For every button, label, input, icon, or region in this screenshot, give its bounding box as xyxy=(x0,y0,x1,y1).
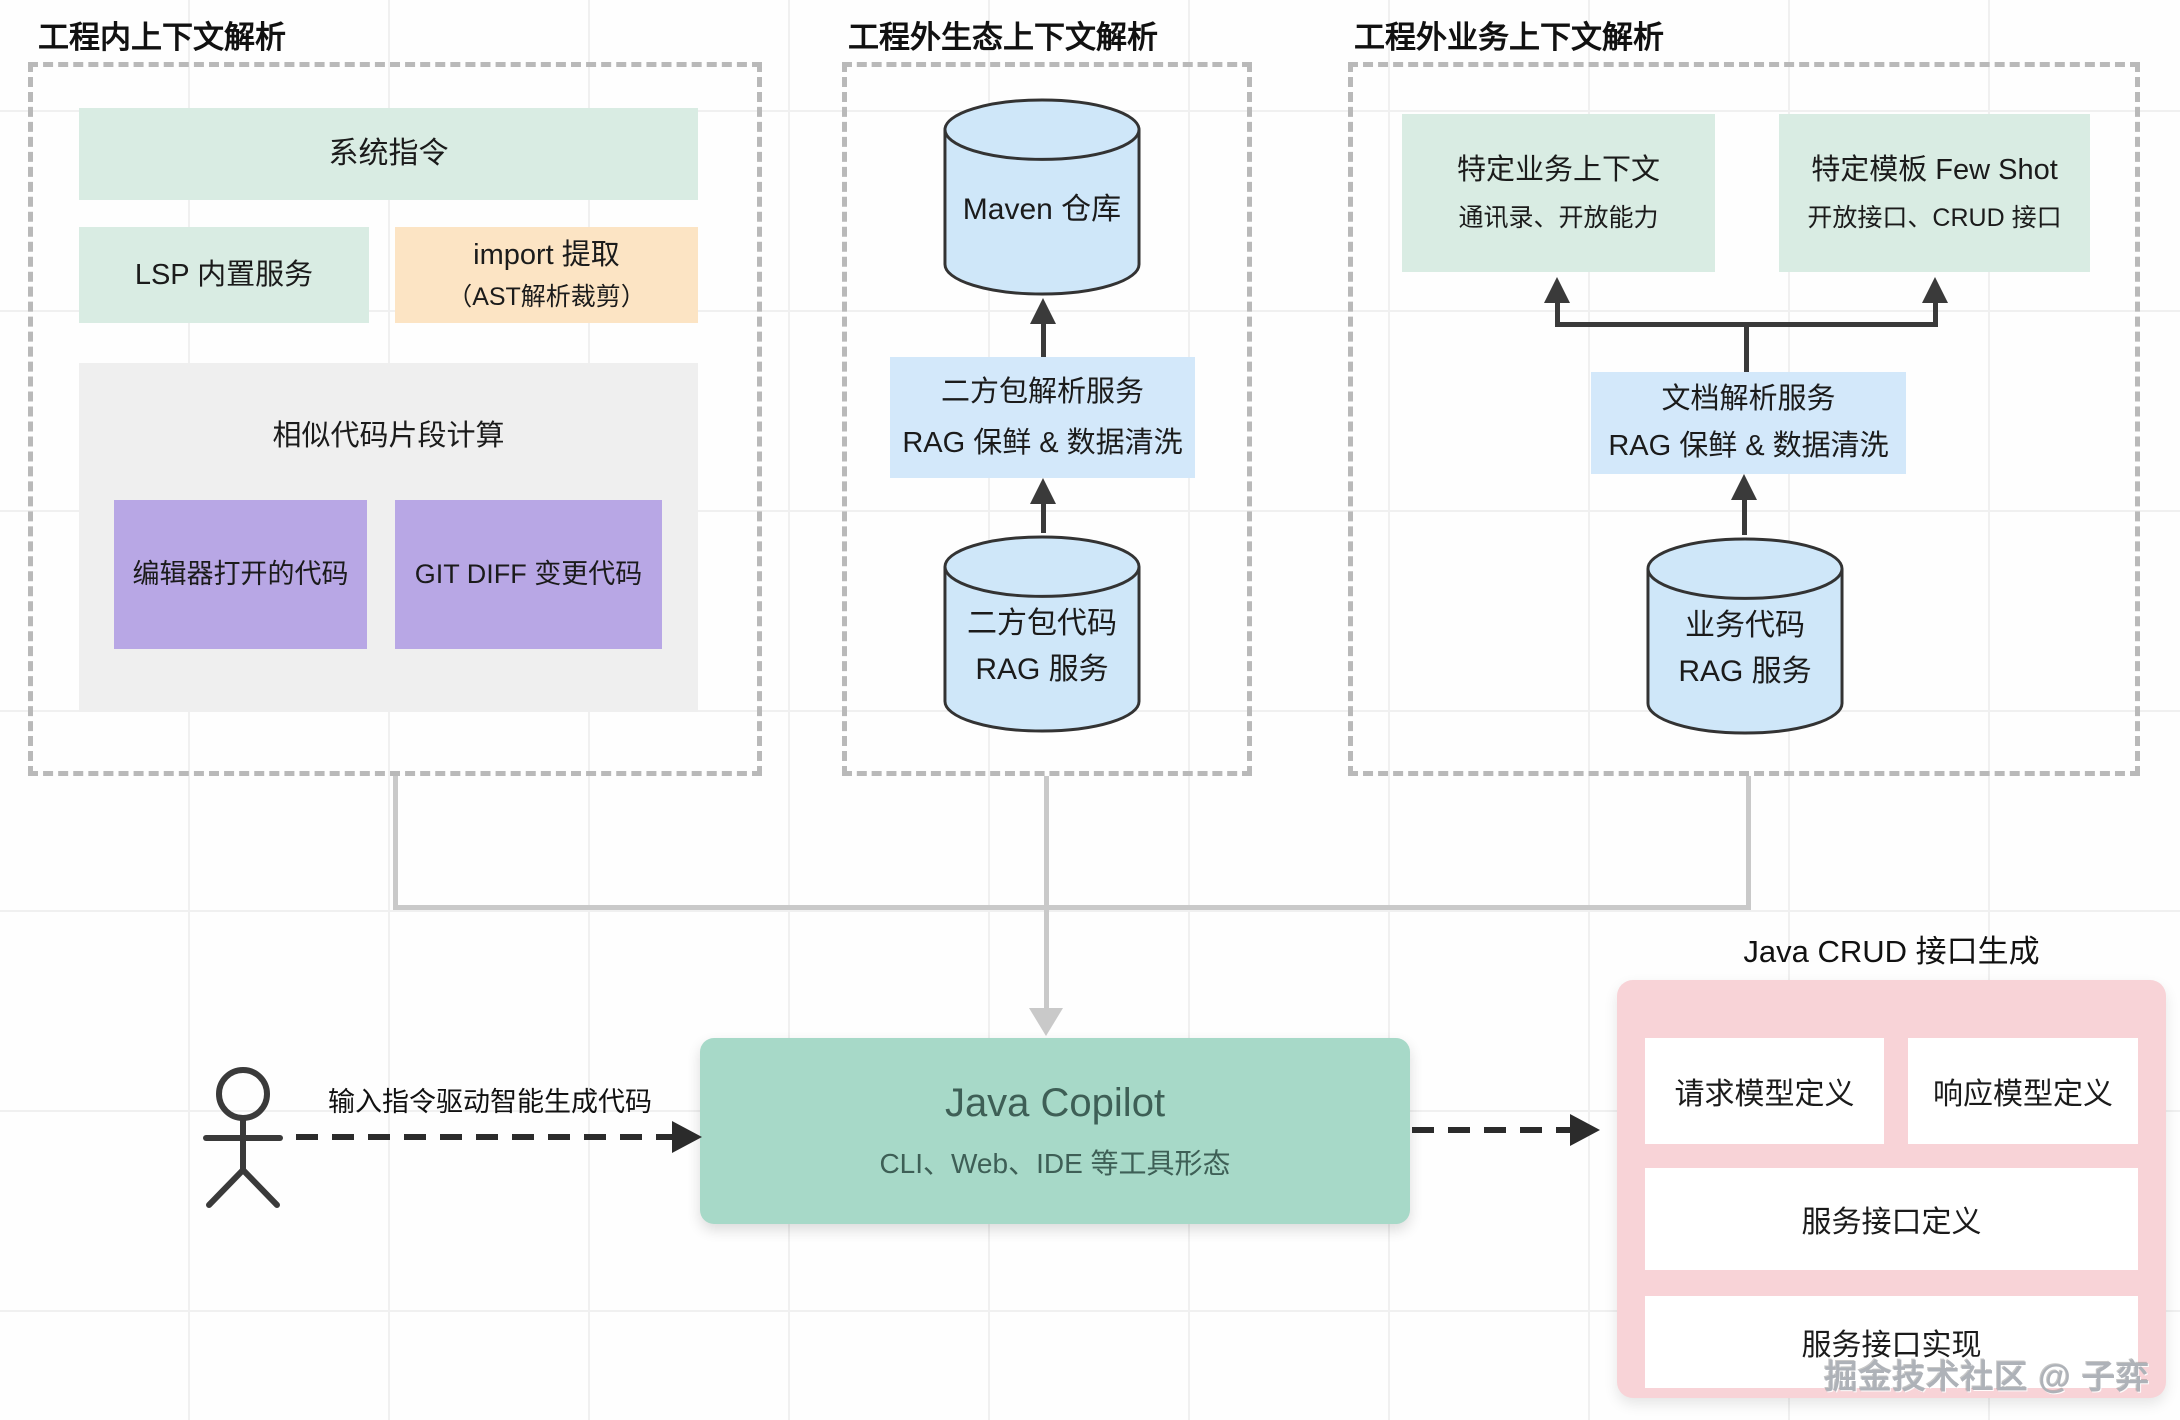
business-rag-line2: RAG 服务 xyxy=(1678,655,1812,688)
database-icon xyxy=(1646,537,1844,735)
box-service-interface-impl-label: 服务接口实现 xyxy=(1801,1329,1982,1362)
connector-center-vertical xyxy=(1044,776,1049,1010)
java-copilot-title: Java Copilot xyxy=(944,1080,1166,1125)
section-in-project-frame xyxy=(28,62,762,776)
box-business-context-line2: 通讯录、开放能力 xyxy=(1458,203,1659,232)
branch-left-vertical xyxy=(1555,301,1560,327)
box-business-context-line1: 特定业务上下文 xyxy=(1456,154,1660,187)
section-business-frame xyxy=(1348,62,2140,776)
branch-right-vertical xyxy=(1933,301,1938,327)
arrow-up-to-parse-service-icon xyxy=(1030,478,1056,504)
box-system-instruction: 系统指令 xyxy=(79,108,698,200)
user-stick-figure-icon xyxy=(203,1067,283,1208)
arrow-up-to-doc-service-icon xyxy=(1731,474,1757,500)
package-rag-line2: RAG 服务 xyxy=(975,653,1109,686)
arrow-up-to-business-context-icon xyxy=(1544,277,1570,303)
box-business-context: 特定业务上下文 通讯录、开放能力 xyxy=(1402,114,1715,272)
cylinder-business-rag: 业务代码 RAG 服务 xyxy=(1645,535,1845,737)
section-title-ecosystem: 工程外生态上下文解析 xyxy=(848,20,1158,55)
cylinder-business-rag-label: 业务代码 RAG 服务 xyxy=(1645,535,1845,737)
database-icon xyxy=(943,535,1141,733)
panel-similar-code-title: 相似代码片段计算 xyxy=(272,420,505,452)
box-java-copilot: Java Copilot CLI、Web、IDE 等工具形态 xyxy=(700,1038,1410,1224)
database-icon xyxy=(943,98,1141,296)
box-package-parse-service: 二方包解析服务 RAG 保鲜 & 数据清洗 xyxy=(890,357,1195,478)
business-rag-line1: 业务代码 xyxy=(1685,608,1805,642)
box-template-fewshot: 特定模板 Few Shot 开放接口、CRUD 接口 xyxy=(1779,114,2090,272)
connector-horizontal xyxy=(393,905,1751,910)
dashed-arrow-user-to-copilot xyxy=(296,1121,702,1153)
cylinder-maven-repo: Maven 仓库 xyxy=(942,96,1142,298)
package-rag-line1: 二方包代码 xyxy=(967,606,1117,640)
box-editor-open-code-label: 编辑器打开的代码 xyxy=(132,558,349,589)
box-doc-parse-service-line1: 文档解析服务 xyxy=(1661,383,1836,416)
cylinder-package-rag: 二方包代码 RAG 服务 xyxy=(942,531,1142,737)
box-service-interface-def-label: 服务接口定义 xyxy=(1801,1206,1982,1239)
box-git-diff-code: GIT DIFF 变更代码 xyxy=(395,500,662,649)
section-ecosystem-frame xyxy=(842,62,1252,776)
user-flow-label: 输入指令驱动智能生成代码 xyxy=(328,1087,652,1117)
cylinder-package-rag-label: 二方包代码 RAG 服务 xyxy=(942,531,1142,737)
box-service-interface-def: 服务接口定义 xyxy=(1645,1168,2138,1270)
box-git-diff-code-label: GIT DIFF 变更代码 xyxy=(414,558,643,589)
box-request-model: 请求模型定义 xyxy=(1645,1038,1884,1144)
arrow-up-to-parse-service-stem xyxy=(1041,502,1046,533)
watermark-text: 掘金技术社区 @ 子弈 xyxy=(1824,1358,2150,1395)
box-editor-open-code: 编辑器打开的代码 xyxy=(114,500,367,649)
box-template-fewshot-line2: 开放接口、CRUD 接口 xyxy=(1807,203,2062,232)
connector-arrowhead-down-icon xyxy=(1029,1008,1063,1036)
box-response-model: 响应模型定义 xyxy=(1908,1038,2138,1144)
java-copilot-subtitle: CLI、Web、IDE 等工具形态 xyxy=(879,1147,1231,1179)
section-title-business: 工程外业务上下文解析 xyxy=(1354,20,1664,55)
box-template-fewshot-line1: 特定模板 Few Shot xyxy=(1811,154,2058,187)
box-response-model-label: 响应模型定义 xyxy=(1933,1078,2113,1111)
box-package-parse-service-line2: RAG 保鲜 & 数据清洗 xyxy=(902,426,1183,459)
box-import-extract-line2: （AST解析裁剪） xyxy=(447,282,646,311)
dashed-arrow-copilot-to-crud xyxy=(1412,1114,1600,1146)
box-service-interface-impl: 服务接口实现 xyxy=(1645,1296,2138,1388)
box-lsp-service-label: LSP 内置服务 xyxy=(134,258,314,291)
box-lsp-service: LSP 内置服务 xyxy=(79,227,369,323)
box-import-extract: import 提取 （AST解析裁剪） xyxy=(395,227,698,323)
box-import-extract-line1: import 提取 xyxy=(473,239,620,272)
arrow-up-to-maven-icon xyxy=(1030,298,1056,324)
connector-right-vertical xyxy=(1746,776,1751,907)
crud-panel-title: Java CRUD 接口生成 xyxy=(1743,934,2040,969)
maven-repo-text: Maven 仓库 xyxy=(962,192,1122,226)
connector-left-vertical xyxy=(393,776,398,907)
section-title-in-project: 工程内上下文解析 xyxy=(38,20,286,55)
arrow-up-to-template-icon xyxy=(1922,277,1948,303)
cylinder-maven-repo-label: Maven 仓库 xyxy=(942,96,1142,298)
box-doc-parse-service: 文档解析服务 RAG 保鲜 & 数据清洗 xyxy=(1591,372,1906,474)
box-system-instruction-label: 系统指令 xyxy=(328,137,449,170)
branch-center-stem xyxy=(1744,324,1749,374)
arrow-up-to-doc-service-stem xyxy=(1742,498,1747,535)
box-doc-parse-service-line2: RAG 保鲜 & 数据清洗 xyxy=(1608,430,1889,462)
box-package-parse-service-line1: 二方包解析服务 xyxy=(940,375,1144,408)
arrow-up-to-maven-stem xyxy=(1041,322,1046,359)
box-request-model-label: 请求模型定义 xyxy=(1674,1078,1855,1111)
